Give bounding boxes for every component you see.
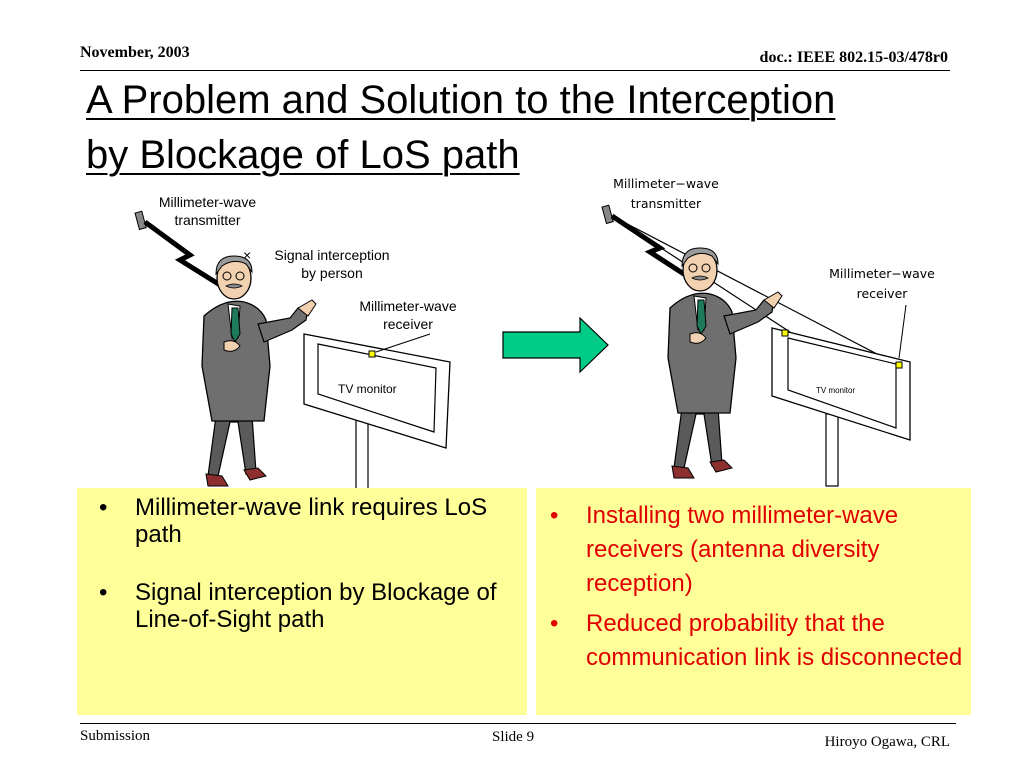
receiver-antenna-right-2 [895,361,903,369]
left-monitor-label: TV monitor [338,382,397,396]
right-monitor-label: TV monitor [816,386,856,395]
right-receiver-label-line2: receiver [856,286,908,301]
solution-bullet: •Reduced probability that the communicat… [550,610,963,671]
header-date: November, 2003 [80,44,190,61]
solution-bullet: •Installing two millimeter-wave receiver… [550,502,899,597]
right-receiver-label: Millimeter−wave receiver [818,264,946,304]
solution-bullet-text: Installing two millimeter-wave receivers… [586,502,899,597]
interception-mark: × [243,247,252,263]
receiver-antenna-right-1 [781,329,789,337]
signal-bolt-left [143,219,222,288]
problem-bullet-text: Millimeter-wave link requires LoS path [135,494,488,548]
transmitter-left [134,210,147,231]
footer-divider [80,723,956,724]
interception-label-line1: Signal interception [274,247,390,263]
left-receiver-label: Millimeter-wave receiver [346,297,470,333]
tv-monitor-left [303,333,451,491]
title-line-2: by Blockage of LoS path [86,133,520,177]
title-line-1: A Problem and Solution to the Intercepti… [86,78,836,122]
left-transmitter-label-line1: Millimeter-wave [158,194,257,210]
right-transmitter-label: Millimeter−wave transmitter [604,174,728,214]
left-receiver-label-line2: receiver [383,316,433,332]
interception-label: Signal interception by person [262,246,402,282]
problem-bullet: •Signal interception by Blockage of Line… [99,579,497,633]
tv-monitor-right [771,304,911,487]
person-left [201,255,317,487]
problem-bullet: •Millimeter-wave link requires LoS path [99,494,488,548]
right-receiver-label-line1: Millimeter−wave [829,266,935,281]
header-doc-id: doc.: IEEE 802.15-03/478r0 [759,49,948,66]
footer-author: Hiroyo Ogawa, CRL [824,734,950,750]
right-transmitter-label-line1: Millimeter−wave [613,176,719,191]
interception-label-line2: by person [301,265,363,281]
problem-bullet-text: Signal interception by Blockage of Line-… [135,579,497,633]
footer-slide-number: Slide 9 [492,729,535,745]
person-right [667,247,783,479]
solution-bullet-text: Reduced probability that the communicati… [586,610,963,671]
problem-box: •Millimeter-wave link requires LoS path … [77,488,527,715]
signal-line-right-1 [611,215,901,367]
right-transmitter-label-line2: transmitter [630,196,702,211]
left-transmitter-label: Millimeter-wave transmitter [140,193,275,229]
transition-arrow [502,316,609,374]
signal-bolt-right [610,213,692,281]
solution-box: •Installing two millimeter-wave receiver… [536,488,971,715]
left-transmitter-label-line2: transmitter [174,212,241,228]
left-receiver-label-line1: Millimeter-wave [359,298,457,314]
transmitter-right [601,204,614,225]
receiver-antenna-left [368,350,376,358]
header-divider [80,70,950,71]
footer-submission: Submission [80,728,151,744]
slide-title: A Problem and Solution to the Intercepti… [86,73,966,183]
